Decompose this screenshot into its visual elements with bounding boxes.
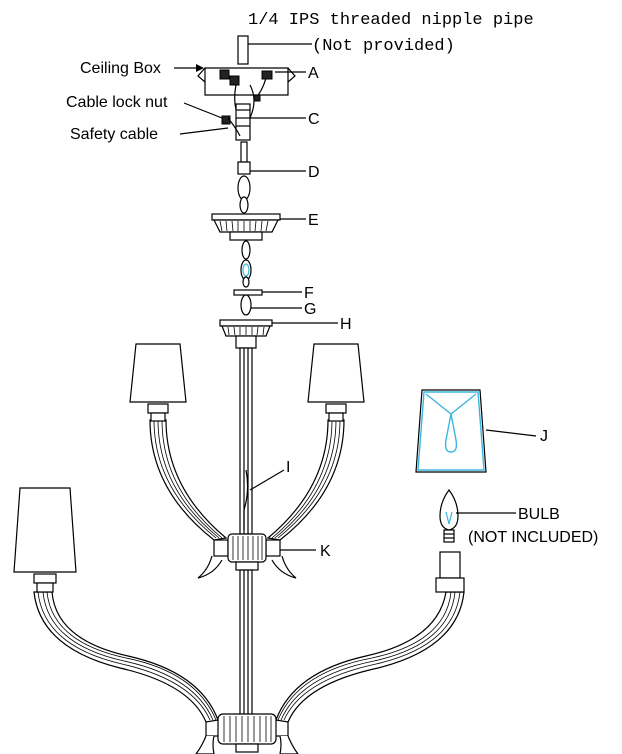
threaded-loop bbox=[237, 141, 251, 214]
lower-left-shade bbox=[13, 487, 77, 593]
pipe-label-line2: (Not provided) bbox=[312, 37, 455, 56]
ceiling-box-label: Ceiling Box bbox=[80, 60, 161, 77]
callout-k: K bbox=[320, 543, 331, 560]
callout-e: E bbox=[308, 212, 319, 229]
top-cap bbox=[219, 319, 273, 349]
upper-left-arm bbox=[149, 419, 228, 541]
callout-c: C bbox=[308, 111, 320, 128]
upper-left-shade bbox=[129, 343, 187, 422]
central-stem-upper bbox=[239, 347, 253, 535]
washer-and-link bbox=[233, 289, 263, 316]
central-stem-lower bbox=[239, 569, 253, 716]
bulb-label-line2: (NOT INCLUDED) bbox=[468, 529, 598, 546]
lower-hub bbox=[195, 713, 299, 754]
right-socket bbox=[435, 551, 465, 593]
pipe-label-line1: 1/4 IPS threaded nipple pipe bbox=[248, 11, 534, 30]
bulb-icon bbox=[439, 488, 459, 543]
lamp-shade-icon bbox=[415, 389, 487, 473]
upper-right-shade bbox=[307, 343, 365, 422]
callout-a: A bbox=[308, 65, 319, 82]
cable-lock-nut-label: Cable lock nut bbox=[66, 94, 168, 111]
bulb-label-line1: BULB bbox=[518, 506, 560, 523]
upper-right-arm bbox=[266, 419, 345, 541]
canopy bbox=[211, 213, 281, 241]
callout-f: F bbox=[304, 285, 314, 302]
callout-g: G bbox=[304, 301, 316, 318]
ceiling-box bbox=[197, 35, 296, 121]
lower-right-arm bbox=[275, 591, 465, 723]
upper-hub bbox=[197, 533, 297, 579]
callout-d: D bbox=[308, 164, 320, 181]
callout-i: I bbox=[286, 459, 290, 476]
crossbar-mount bbox=[221, 103, 251, 141]
chain bbox=[240, 240, 252, 288]
safety-cable-label: Safety cable bbox=[70, 126, 158, 143]
callout-j: J bbox=[540, 428, 548, 445]
callout-h: H bbox=[340, 316, 352, 333]
leader-lines bbox=[174, 43, 537, 551]
lower-left-arm bbox=[33, 591, 219, 723]
